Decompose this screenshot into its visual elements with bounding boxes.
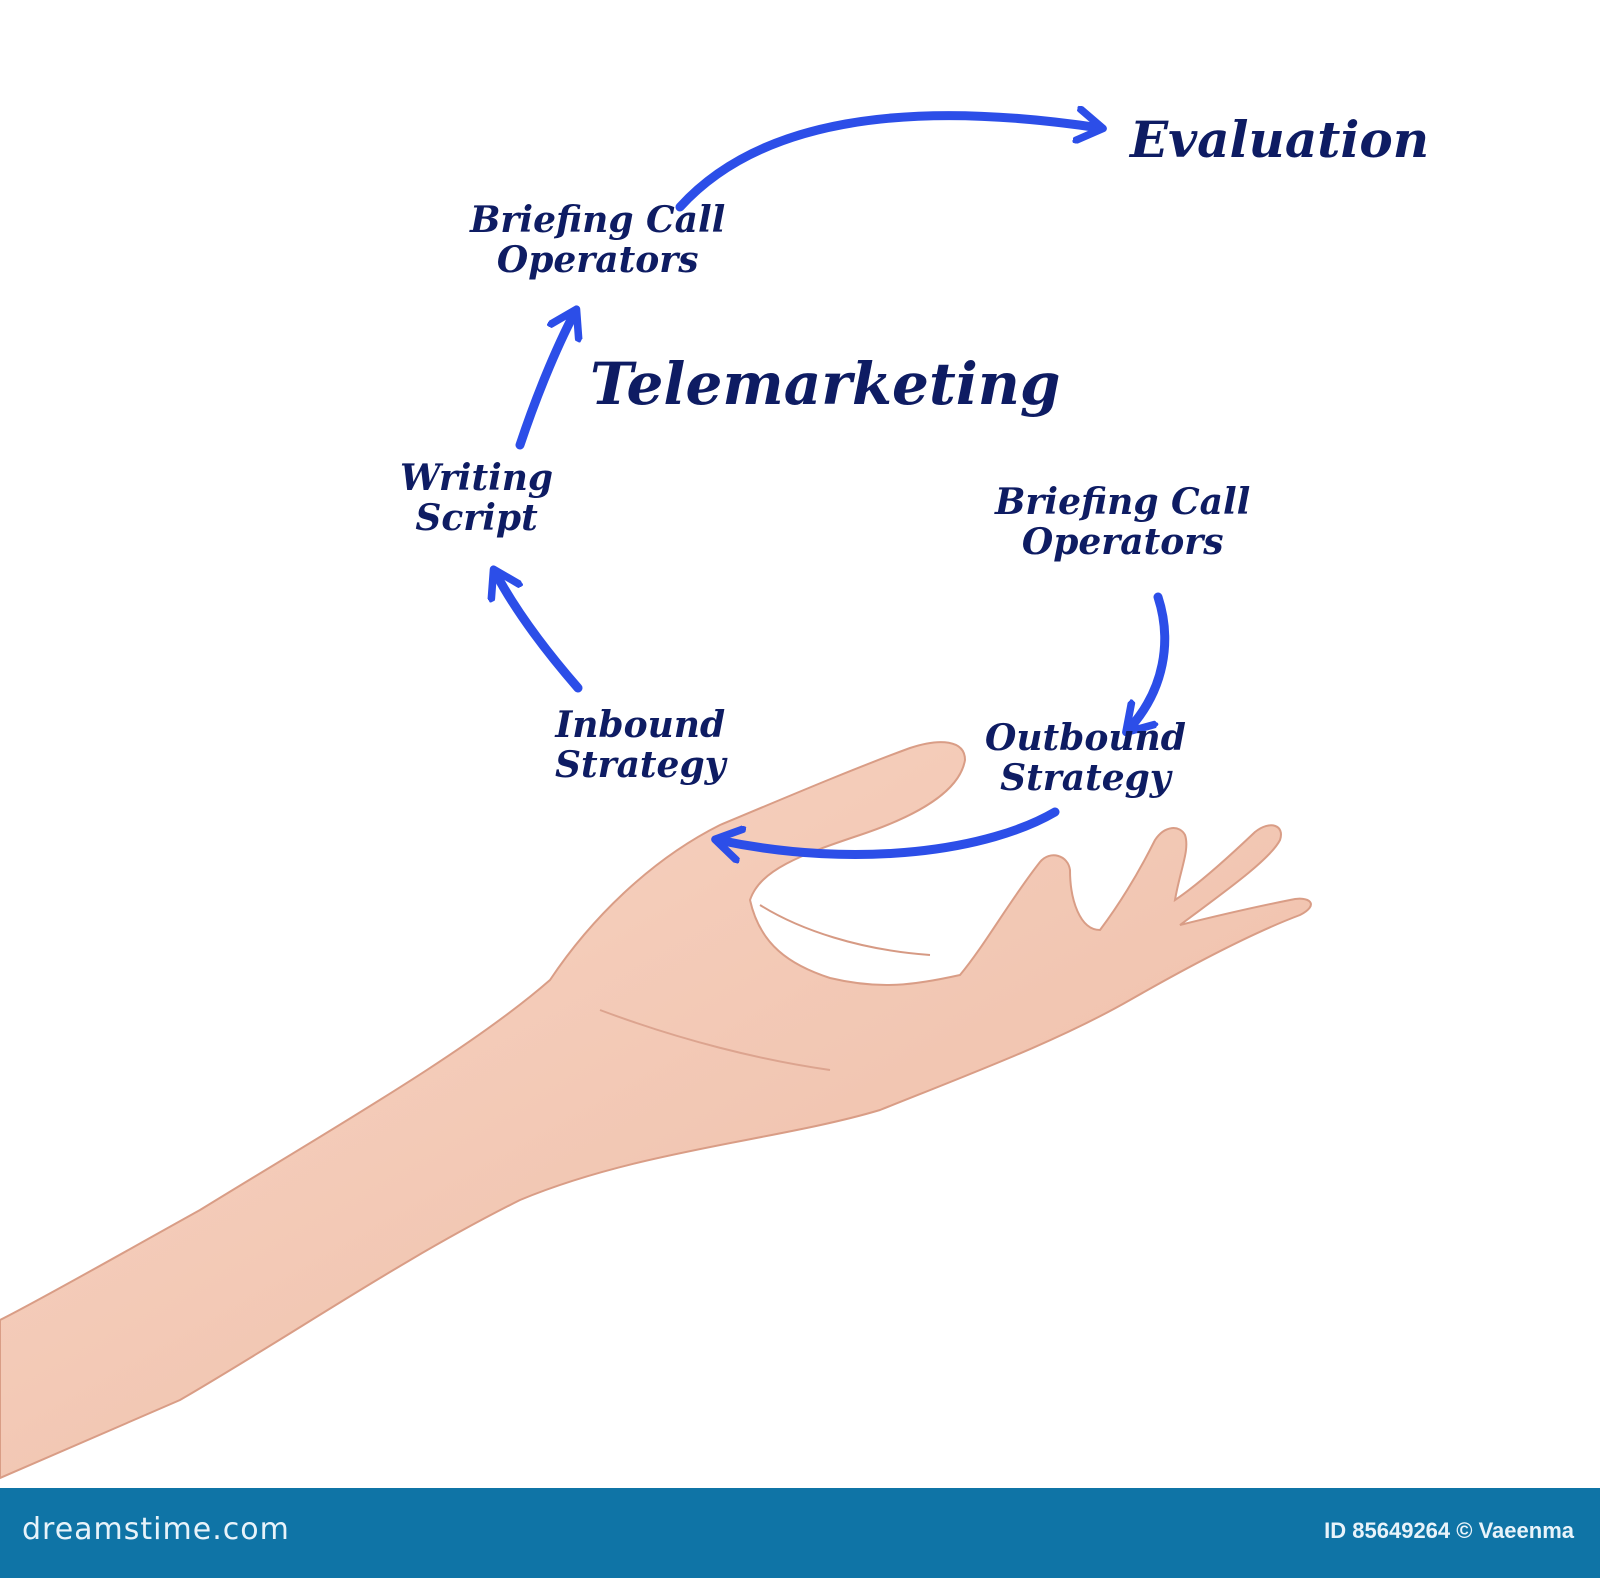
- diagram-title: Telemarketing: [590, 350, 1061, 418]
- arrow-writing-to-briefing: [515, 312, 575, 450]
- flow-arrows: [495, 116, 1170, 855]
- node-line: Briefing Call: [995, 481, 1251, 523]
- node-line: Operators: [1021, 521, 1224, 564]
- node-line: Inbound: [555, 704, 726, 746]
- arrow-briefing-to-outbound: [1128, 592, 1170, 730]
- node-line: Operators: [496, 239, 699, 282]
- arrow-outbound-to-inbound: [718, 807, 1060, 855]
- footer-credit: ID 85649264 © Vaeenma: [1324, 1518, 1574, 1543]
- node-line: Outbound: [985, 717, 1186, 759]
- arrow-briefing-to-evaluation: [675, 116, 1100, 212]
- node-evaluation: Evaluation: [1130, 110, 1430, 169]
- node-line: Script: [415, 497, 538, 540]
- node-line: Writing: [400, 457, 554, 499]
- node-briefing-call-operators-right: Briefing Call Operators: [995, 482, 1250, 563]
- node-briefing-call-operators-top: Briefing Call Operators: [470, 200, 725, 281]
- arrow-inbound-to-writing: [495, 572, 583, 693]
- node-line: Strategy: [1000, 757, 1171, 800]
- footer-brand-logo: dreamstime.com: [22, 1512, 290, 1547]
- node-line: Strategy: [555, 744, 726, 787]
- node-line: Briefing Call: [470, 199, 726, 241]
- node-inbound-strategy: Inbound Strategy: [555, 705, 726, 786]
- hand-image: [0, 741, 1312, 1480]
- footer-bar: dreamstime.com ID 85649264 © Vaeenma: [0, 1488, 1600, 1578]
- node-writing-script: Writing Script: [400, 458, 553, 539]
- node-outbound-strategy: Outbound Strategy: [985, 718, 1186, 799]
